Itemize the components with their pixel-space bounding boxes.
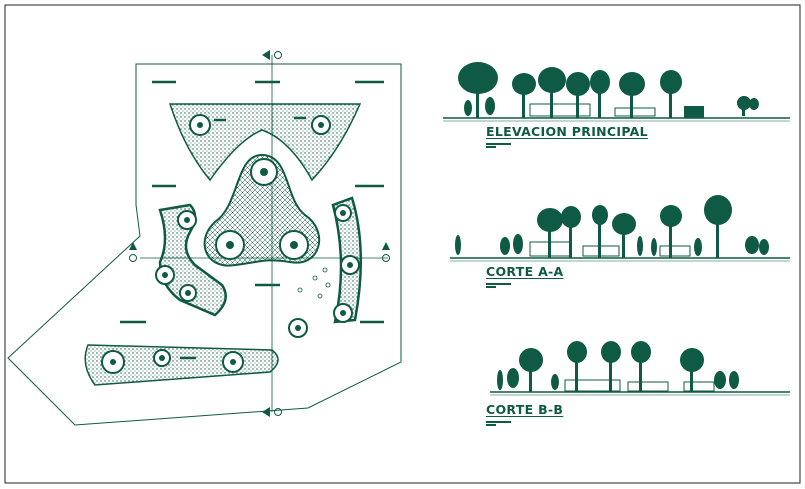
- sheet-border: [4, 4, 801, 484]
- corte-b-drawing: [490, 341, 790, 396]
- corte-b-title: CORTE B-B: [486, 402, 564, 417]
- section-arrow-bottom: [262, 407, 270, 417]
- corte-a-title: CORTE A-A: [486, 264, 564, 279]
- corte-a-drawing: [450, 195, 790, 262]
- elevation-scale-bar: [486, 143, 511, 148]
- site-boundary: [7, 63, 402, 426]
- corte-a-scale-bar: [486, 283, 511, 288]
- elevation-principal-drawing: [443, 62, 790, 122]
- plan-tree-cores: [110, 122, 353, 365]
- plan-annotations: [120, 80, 384, 360]
- site-plan: [7, 50, 402, 426]
- elevation-principal-title: ELEVACION PRINCIPAL: [486, 124, 648, 139]
- section-arrow-top: [262, 50, 270, 60]
- section-arrow-right: [382, 242, 390, 250]
- corte-b-scale-bar: [486, 421, 511, 426]
- section-arrow-left: [129, 242, 137, 250]
